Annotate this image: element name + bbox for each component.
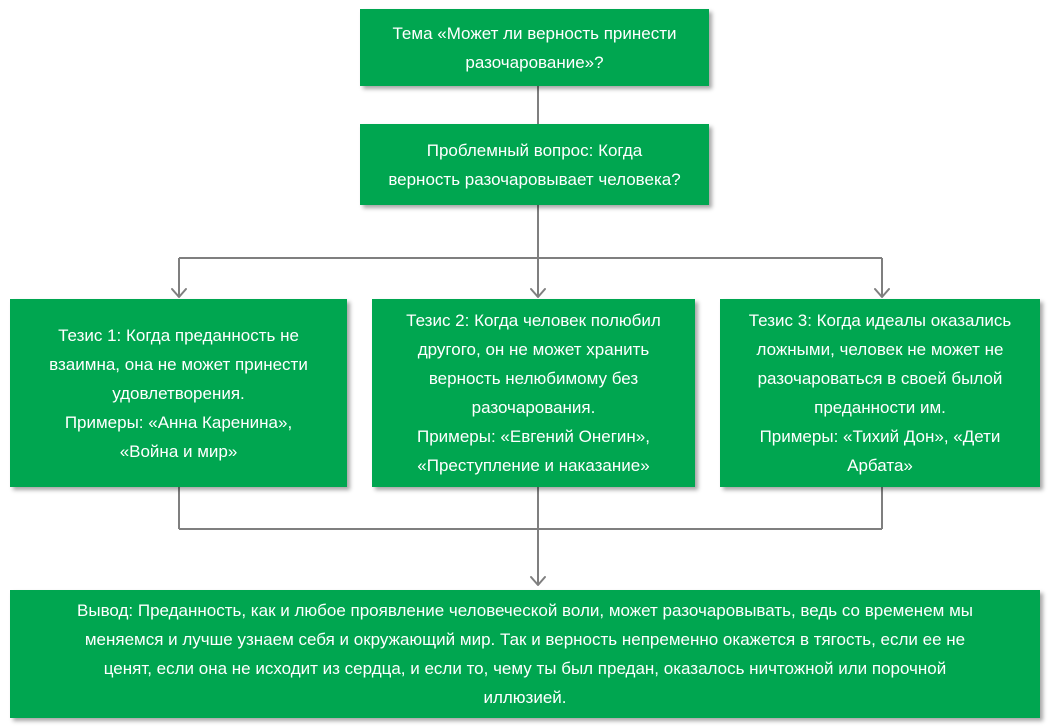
arrow-head-thesis-1 — [171, 288, 187, 298]
thesis-3-text: Тезис 3: Когда идеалы оказались ложными,… — [748, 311, 1012, 475]
question-box: Проблемный вопрос: Когда верность разоча… — [360, 124, 709, 205]
thesis-2-text: Тезис 2: Когда человек полюбил другого, … — [406, 311, 661, 475]
arrow-head-conclusion — [530, 576, 546, 586]
thesis-1-text: Тезис 1: Когда преданность не взаимна, о… — [49, 325, 308, 461]
conclusion-text: Вывод: Преданность, как и любое проявлен… — [77, 601, 973, 707]
arrow-head-thesis-2 — [530, 288, 546, 298]
topic-box: Тема «Может ли верность принести разочар… — [360, 9, 709, 86]
topic-text: Тема «Может ли верность принести разочар… — [392, 23, 677, 72]
question-text: Проблемный вопрос: Когда верность разоча… — [388, 140, 681, 189]
thesis-3-box: Тезис 3: Когда идеалы оказались ложными,… — [720, 299, 1040, 487]
arrow-head-thesis-3 — [874, 288, 890, 298]
thesis-1-box: Тезис 1: Когда преданность не взаимна, о… — [10, 299, 347, 487]
conclusion-box: Вывод: Преданность, как и любое проявлен… — [10, 590, 1040, 718]
thesis-2-box: Тезис 2: Когда человек полюбил другого, … — [372, 299, 695, 487]
